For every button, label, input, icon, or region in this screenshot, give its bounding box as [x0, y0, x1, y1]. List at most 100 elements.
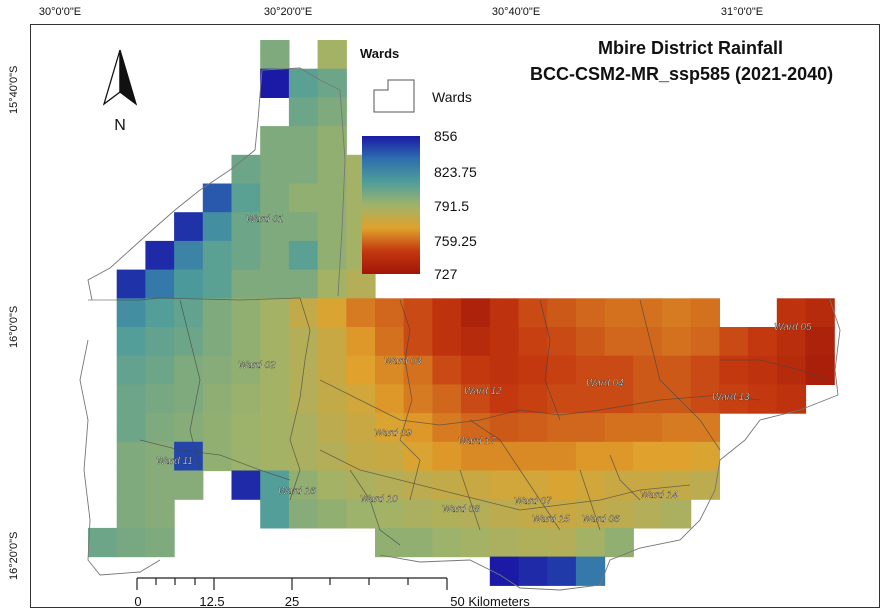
raster-cell — [403, 470, 433, 500]
raster-cell — [432, 527, 462, 558]
legend-color-ramp — [362, 136, 420, 274]
raster-cell — [403, 327, 433, 357]
raster-cell — [547, 298, 577, 328]
legend-ramp-label-2: 791.5 — [434, 198, 470, 214]
raster-cell — [346, 269, 376, 299]
raster-cell — [145, 327, 175, 357]
raster-cell — [288, 154, 319, 185]
raster-cell — [547, 355, 577, 385]
raster-cell — [432, 355, 462, 385]
raster-cell — [604, 499, 634, 529]
raster-cell — [231, 327, 261, 357]
ward-label: Ward 04 — [586, 378, 624, 389]
map-subtitle: BCC-CSM2-MR_ssp585 (2021-2040) — [530, 64, 834, 84]
raster-cell — [260, 126, 290, 156]
scale-label-0: 0 — [134, 594, 142, 609]
raster-cell — [719, 384, 749, 414]
raster-cell — [202, 441, 233, 472]
raster-cell — [260, 40, 290, 70]
raster-cell — [432, 327, 462, 357]
raster-cell — [174, 384, 204, 414]
raster-cell — [317, 40, 347, 70]
north-arrow-icon — [102, 49, 121, 106]
raster-cell — [174, 355, 204, 385]
raster-cell — [432, 470, 462, 500]
raster-cell — [489, 413, 520, 443]
raster-cell — [174, 413, 204, 443]
raster-cell — [547, 470, 577, 500]
raster-cell — [202, 212, 233, 242]
raster-cell — [662, 441, 692, 472]
raster-cell — [633, 413, 663, 443]
raster-cell — [231, 384, 261, 414]
raster-cell — [317, 68, 347, 98]
raster-cell — [547, 327, 577, 357]
raster-cell — [805, 355, 835, 385]
raster-cell — [403, 499, 433, 529]
raster-cell — [174, 269, 204, 299]
legend-ramp-label-3: 759.25 — [434, 233, 477, 249]
raster-cell — [145, 441, 175, 472]
raster-cell — [461, 527, 491, 558]
raster-cell — [633, 441, 663, 472]
raster-cell — [260, 499, 290, 529]
raster-cell — [805, 298, 835, 328]
legend-ramp-label-0: 856 — [434, 128, 458, 144]
raster-cell — [662, 298, 692, 328]
raster-cell — [547, 527, 577, 558]
raster-cell — [346, 499, 376, 529]
longitude-label-3: 31°0'0"E — [720, 6, 764, 18]
raster-cell — [575, 327, 606, 357]
raster-cell — [174, 240, 204, 271]
raster-cell — [518, 327, 548, 357]
raster-cell — [432, 499, 462, 529]
scale-label-1: 12.5 — [199, 594, 225, 609]
raster-cell — [662, 499, 692, 529]
raster-cell — [116, 298, 146, 328]
raster-cell — [317, 240, 347, 271]
raster-cell — [260, 327, 290, 357]
raster-cell — [375, 298, 405, 328]
raster-cell — [288, 212, 319, 242]
raster-cell — [202, 183, 233, 213]
raster-cell — [575, 499, 606, 529]
raster-cell — [403, 527, 433, 558]
longitude-label-0: 30°0'0"E — [38, 6, 82, 18]
ward-label: Ward 16 — [278, 486, 316, 497]
raster-cell — [231, 470, 261, 500]
raster-cell — [260, 441, 290, 472]
raster-cell — [432, 384, 462, 414]
raster-cell — [202, 413, 233, 443]
raster-cell — [690, 327, 720, 357]
raster-cell — [461, 384, 491, 414]
raster-cell — [231, 298, 261, 328]
raster-cell — [461, 499, 491, 529]
raster-cell — [633, 298, 663, 328]
raster-cell — [805, 327, 835, 357]
raster-cell — [202, 240, 233, 271]
ward-label: Ward 10 — [360, 494, 398, 505]
raster-cell — [116, 470, 146, 500]
raster-cell — [202, 327, 233, 357]
raster-cell — [260, 154, 290, 185]
raster-cell — [489, 499, 520, 529]
raster-cell — [317, 384, 347, 414]
legend-wards-label: Wards — [432, 89, 472, 105]
raster-cell — [489, 470, 520, 500]
raster-cell — [776, 327, 807, 357]
raster-cell — [346, 298, 376, 328]
raster-cell — [202, 355, 233, 385]
map-title: Mbire District Rainfall — [598, 38, 784, 58]
raster-cell — [375, 327, 405, 357]
raster-cell — [662, 327, 692, 357]
raster-cell — [403, 298, 433, 328]
raster-cell — [288, 384, 319, 414]
raster-cell — [317, 470, 347, 500]
ward-label: Ward 06 — [582, 514, 620, 525]
raster-cell — [403, 413, 433, 443]
raster-cell — [375, 413, 405, 443]
raster-cell — [288, 126, 319, 156]
raster-cell — [375, 355, 405, 385]
raster-cell — [461, 470, 491, 500]
